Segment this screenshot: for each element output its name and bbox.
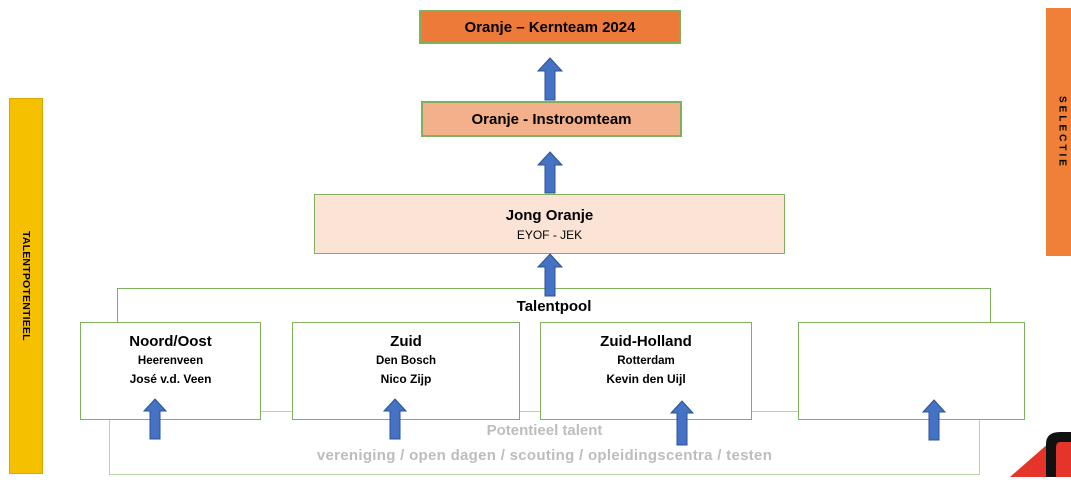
potentieel-talent-box: Potentieel talent vereniging / open dage… [109,411,980,475]
region-box-zuid: Zuid Den Bosch Nico Zijp [292,322,520,420]
region-person: Nico Zijp [380,372,432,386]
talentpool-label: Talentpool [516,298,592,315]
jong-oranje-title: Jong Oranje [505,206,594,224]
selectie-label: SELECTIE [1056,95,1068,169]
region-box-empty [798,322,1025,420]
up-arrow-icon [670,400,694,446]
up-arrow-icon [537,253,563,297]
jong-oranje-box: Jong Oranje EYOF - JEK [314,194,785,254]
up-arrow-icon [537,151,563,194]
up-arrow-icon [383,398,407,440]
talentpotentieel-bar: TALENTPOTENTIEEL [9,98,43,474]
region-name: Zuid-Holland [600,333,692,350]
potentieel-talent-sources: vereniging / open dagen / scouting / opl… [316,447,773,464]
region-city: Heerenveen [137,355,204,367]
instroomteam-box: Oranje - Instroomteam [421,101,682,137]
region-name: Zuid [390,333,422,350]
instroomteam-label: Oranje - Instroomteam [471,110,632,128]
region-city: Rotterdam [617,355,675,367]
region-person: Kevin den Uijl [606,372,686,386]
talentpotentieel-label: TALENTPOTENTIEEL [20,231,32,341]
up-arrow-icon [922,399,946,441]
region-box-noord-oost: Noord/Oost Heerenveen José v.d. Veen [80,322,261,420]
jong-oranje-subtitle: EYOF - JEK [516,227,583,242]
up-arrow-icon [143,398,167,440]
region-box-zuid-holland: Zuid-Holland Rotterdam Kevin den Uijl [540,322,752,420]
kernteam-box: Oranje – Kernteam 2024 [419,10,681,44]
selectie-bar: SELECTIE [1046,8,1071,256]
up-arrow-icon [537,57,563,101]
decorative-corner-shape [1010,420,1071,477]
kernteam-label: Oranje – Kernteam 2024 [464,18,636,36]
region-city: Den Bosch [375,355,437,367]
region-person: José v.d. Veen [129,372,212,386]
region-name: Noord/Oost [129,333,212,350]
potentieel-talent-title: Potentieel talent [486,422,603,439]
